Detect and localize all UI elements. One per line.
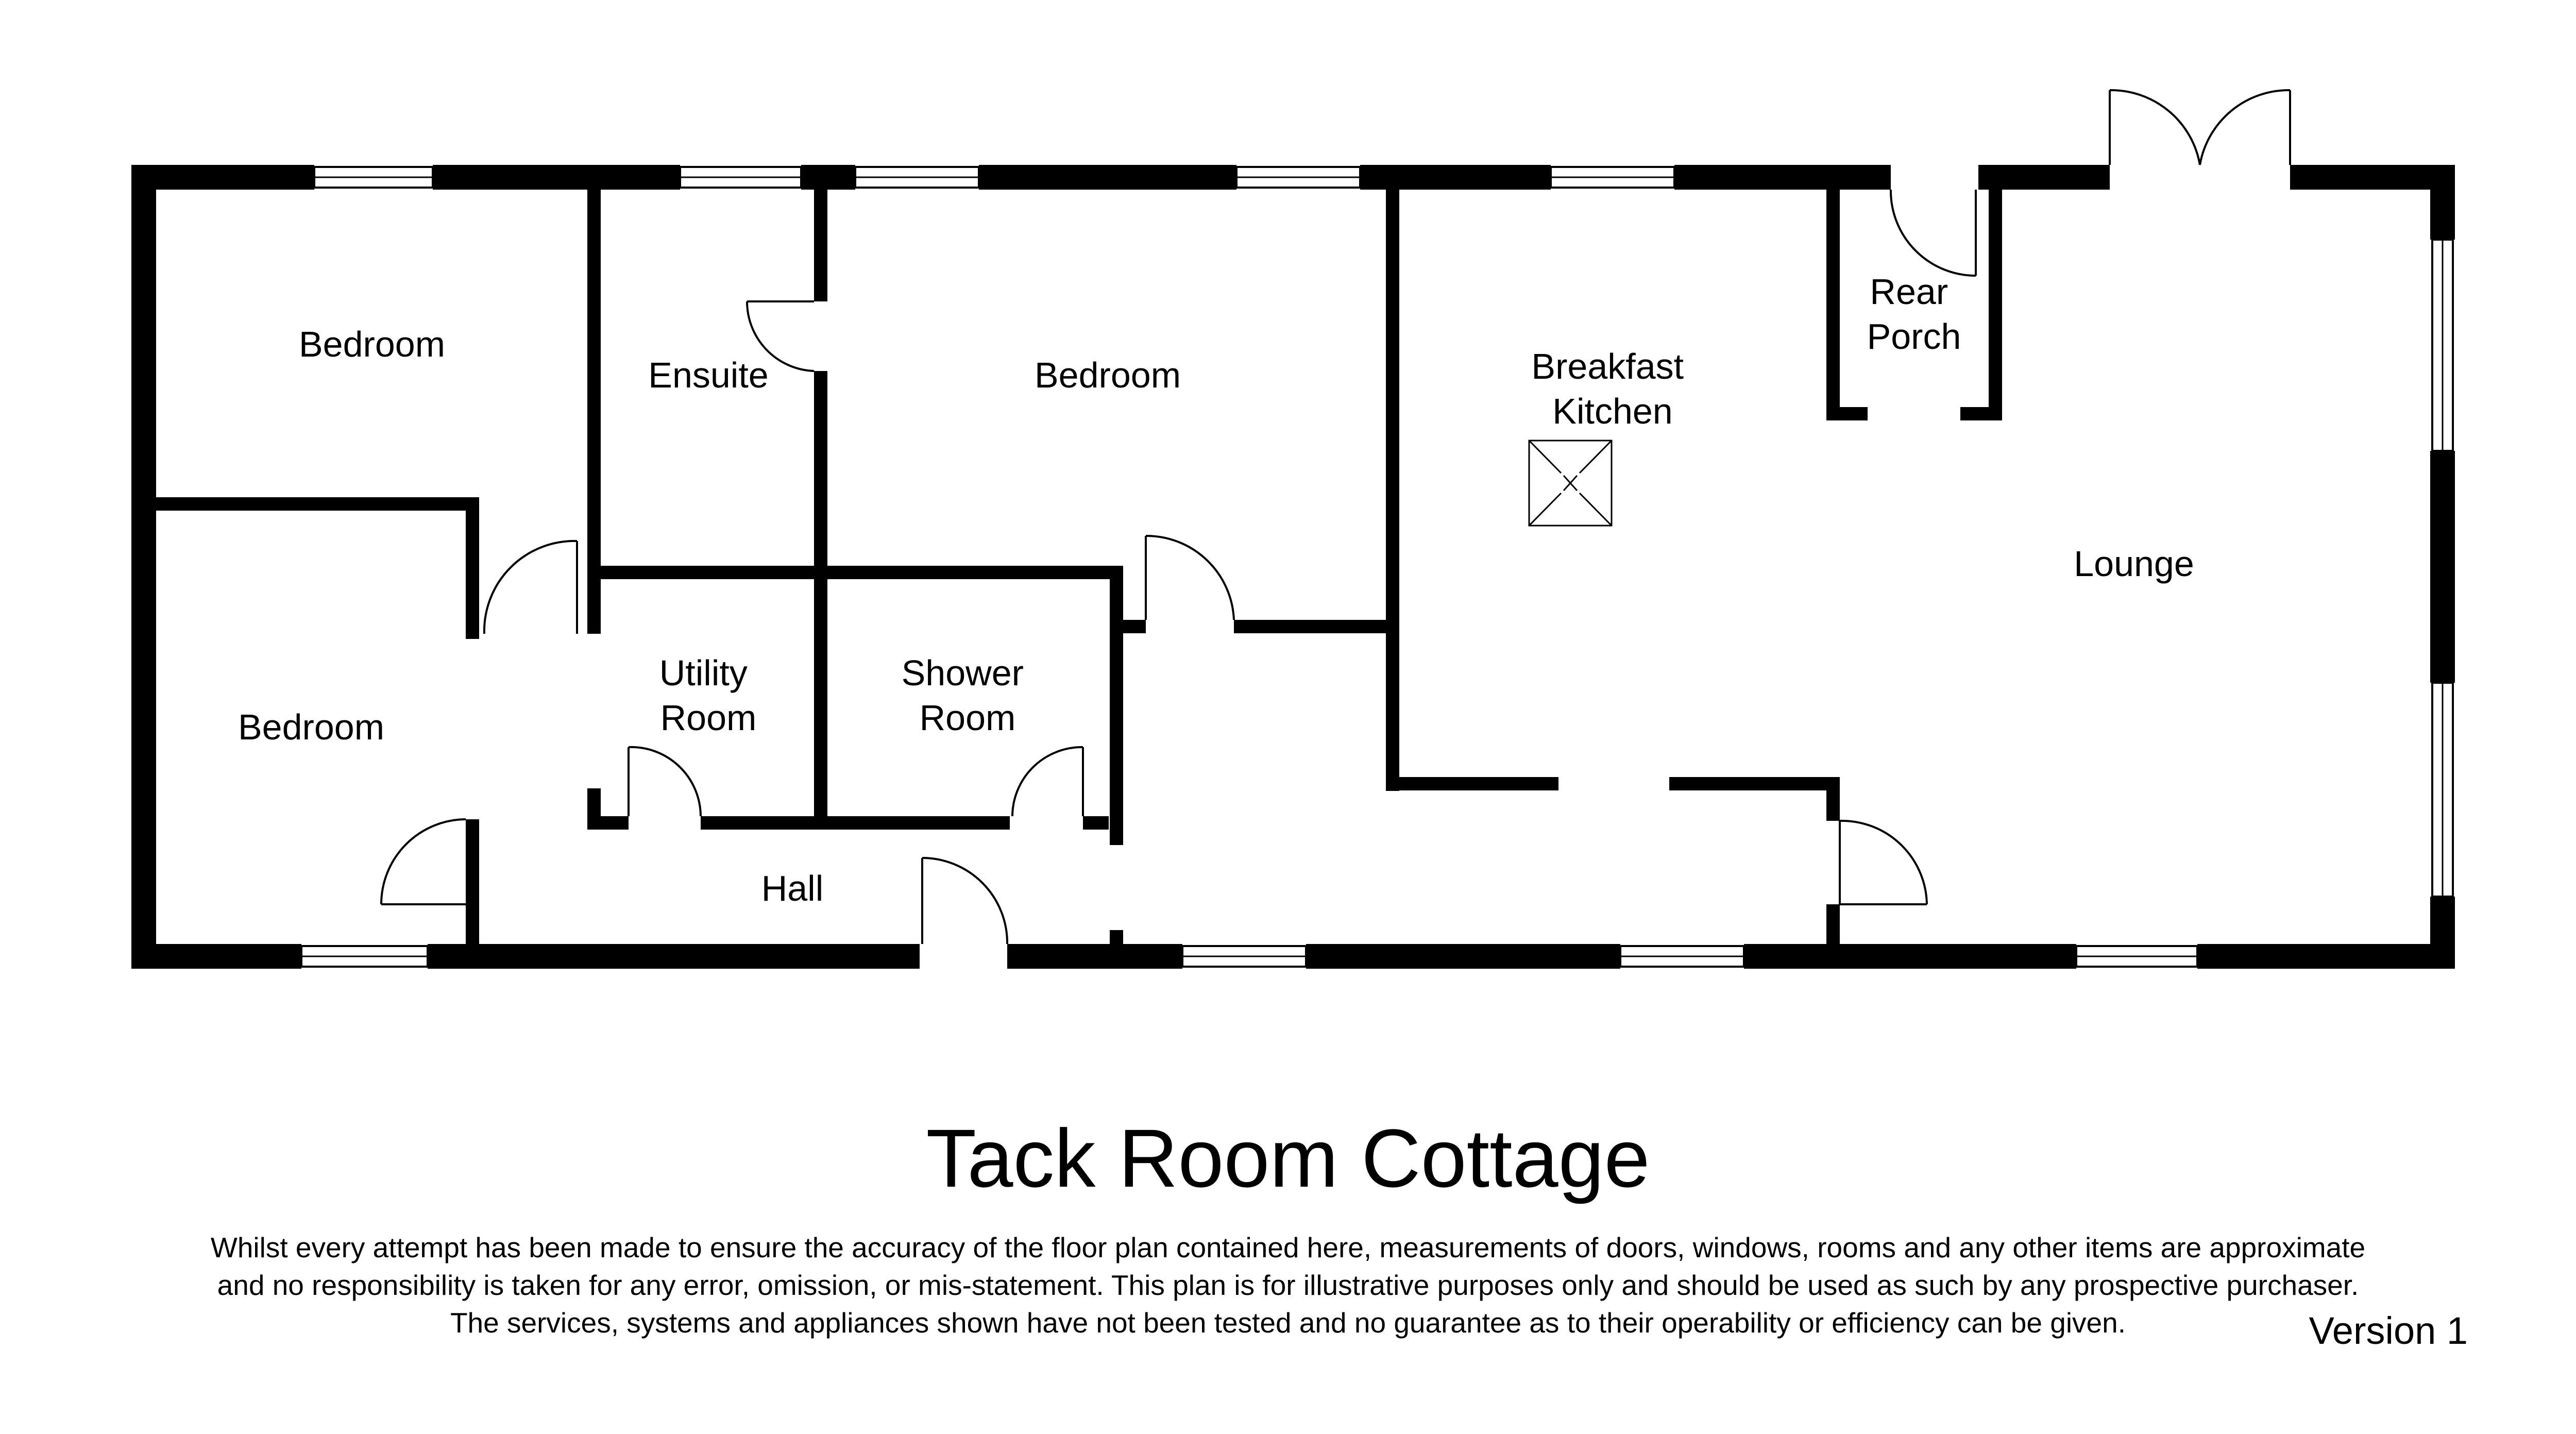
bedroom-door-icon: [1145, 534, 1235, 620]
disclaimer-line-3: The services, systems and appliances sho…: [450, 1307, 2126, 1339]
rear-porch-door-icon: [1889, 189, 1977, 277]
plan-title: Tack Room Cottage: [926, 1112, 1650, 1204]
utility-door-icon: [628, 746, 702, 817]
room-label-bedroom-1: Bedroom: [299, 324, 445, 364]
room-labels: Bedroom Ensuite Bedroom Breakfast Kitche…: [238, 272, 2194, 908]
room-label-rear-porch: Rear Porch: [1867, 272, 1961, 357]
room-label-ensuite: Ensuite: [648, 355, 768, 395]
bedroom-door-icon: [483, 539, 578, 634]
room-label-shower-room: Shower Room: [902, 653, 1034, 738]
room-label-lounge: Lounge: [2074, 544, 2194, 584]
disclaimer: Whilst every attempt has been made to en…: [77, 1229, 2499, 1342]
bedroom-door-icon: [380, 818, 466, 905]
ensuite-door-icon: [746, 300, 815, 372]
room-label-bedroom-3: Bedroom: [238, 707, 384, 747]
front-door-icon: [921, 857, 1009, 944]
lounge-french-doors-icon: [2109, 89, 2291, 165]
skylight-icon: [1528, 440, 1613, 527]
shower-door-icon: [1011, 746, 1084, 817]
room-label-breakfast-kitchen: Breakfast Kitchen: [1531, 346, 1693, 431]
disclaimer-line-2: and no responsibility is taken for any e…: [217, 1269, 2359, 1301]
door-swings: [380, 89, 2291, 944]
lounge-door-icon: [1839, 819, 1928, 905]
window-glazing-lines: [301, 176, 2444, 957]
version-label: Version 1: [2309, 1309, 2468, 1352]
room-label-bedroom-2: Bedroom: [1035, 355, 1181, 395]
room-label-utility-room: Utility Room: [659, 653, 758, 738]
disclaimer-line-1: Whilst every attempt has been made to en…: [210, 1231, 2366, 1263]
interior-walls: [131, 178, 2002, 969]
exterior-walls: [131, 165, 2455, 969]
room-label-hall: Hall: [761, 868, 824, 908]
